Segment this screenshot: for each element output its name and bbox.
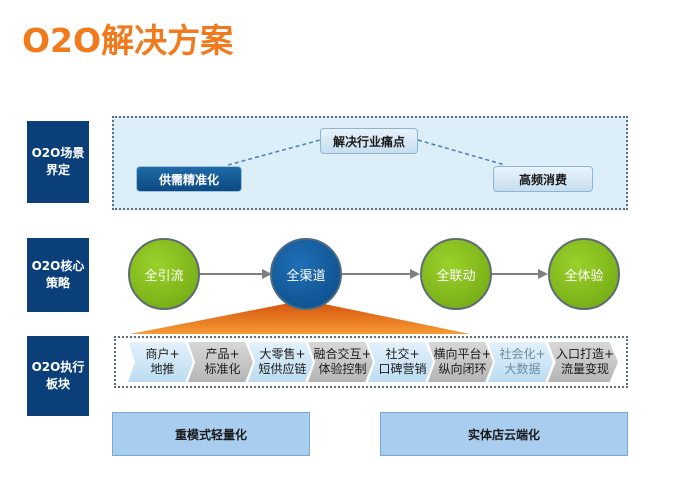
execution-item-2: 产品+ 标准化 bbox=[188, 342, 253, 382]
focus-funnel bbox=[130, 300, 470, 334]
bottom-right-box: 实体店云端化 bbox=[380, 412, 628, 456]
execution-item-1: 商户+ 地推 bbox=[128, 342, 193, 382]
scenario-left-pill: 供需精准化 bbox=[136, 166, 242, 192]
strategy-step-4: 全体验 bbox=[548, 238, 620, 310]
row-label-scenario: O2O场景 界定 bbox=[27, 121, 89, 203]
execution-item-5: 社交+ 口碑营销 bbox=[368, 342, 433, 382]
connector-right bbox=[417, 139, 506, 166]
strategy-step-1: 全引流 bbox=[128, 238, 200, 310]
strategy-step-2: 全渠道 bbox=[270, 238, 342, 310]
execution-item-7: 社会化+ 大数据 bbox=[488, 342, 553, 382]
bottom-left-box: 重模式轻量化 bbox=[112, 412, 310, 456]
scenario-center-pill: 解决行业痛点 bbox=[320, 128, 418, 154]
execution-item-3: 大零售+ 短供应链 bbox=[248, 342, 313, 382]
connector-left bbox=[227, 139, 321, 166]
execution-panel bbox=[114, 336, 628, 388]
page-title: O2O解决方案 bbox=[22, 21, 234, 60]
execution-item-4: 融合交互+ 体验控制 bbox=[308, 342, 373, 382]
scenario-right-pill: 高频消费 bbox=[493, 166, 593, 192]
row-label-execution: O2O执行 板块 bbox=[27, 336, 89, 416]
execution-item-8: 入口打造+ 流量变现 bbox=[548, 342, 618, 382]
strategy-step-3: 全联动 bbox=[420, 238, 492, 310]
row-label-strategy: O2O核心 策略 bbox=[27, 238, 89, 312]
execution-item-6: 横向平台+ 纵向闭环 bbox=[428, 342, 493, 382]
